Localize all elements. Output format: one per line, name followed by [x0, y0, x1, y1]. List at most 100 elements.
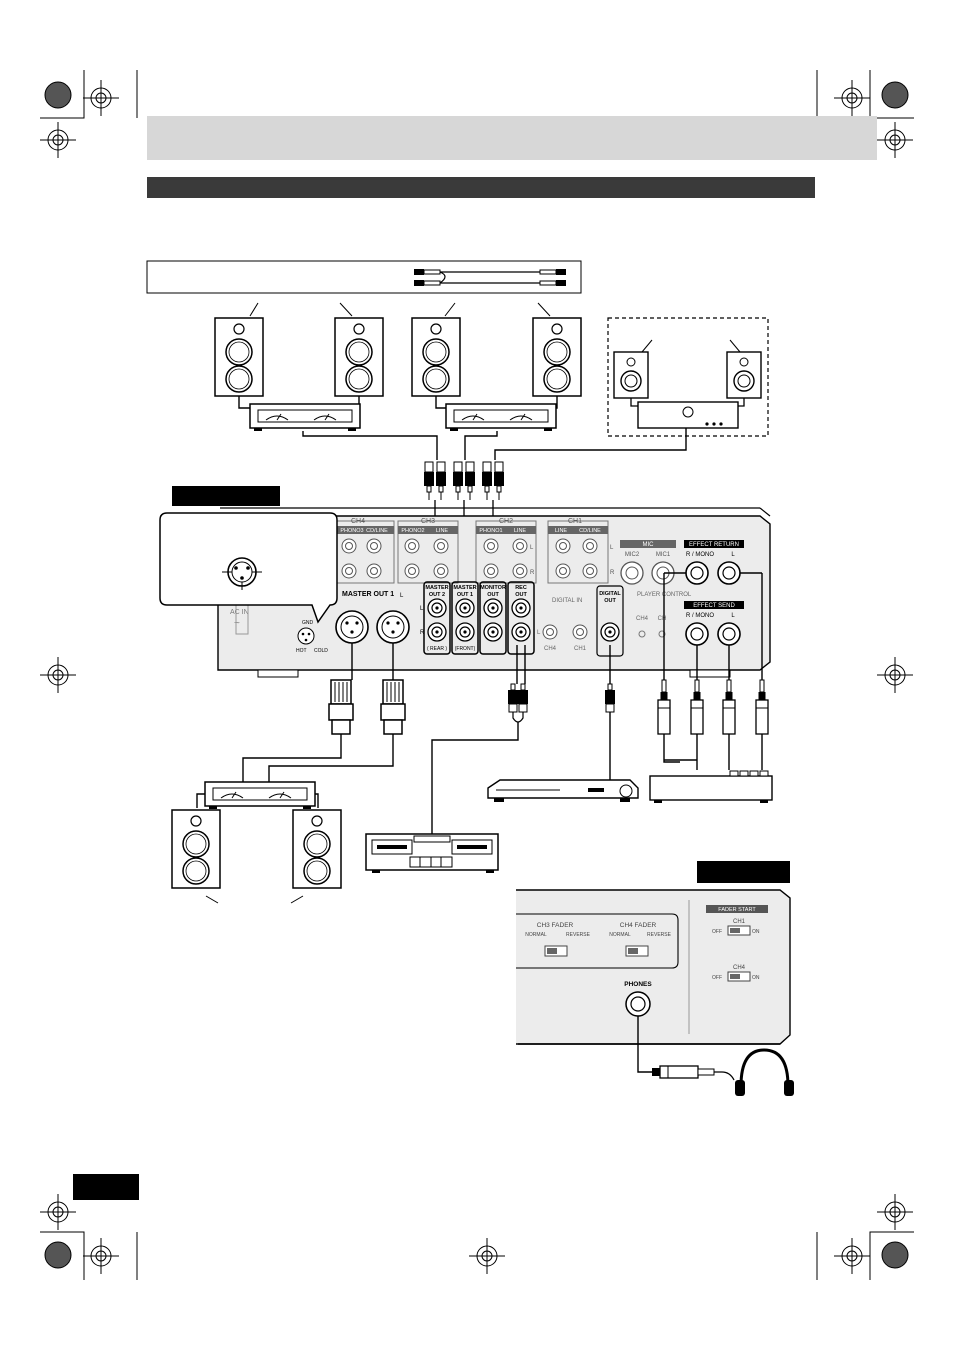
svg-text:REC: REC: [515, 585, 527, 591]
svg-text:MASTER: MASTER: [425, 585, 448, 591]
xlr-jack-right: [335, 610, 369, 644]
effect-return-group: EFFECT RETURN R / MONO L: [684, 540, 744, 585]
svg-text:R: R: [420, 630, 425, 636]
svg-text:CH3 FADER: CH3 FADER: [537, 922, 574, 929]
svg-text:MIC2: MIC2: [625, 552, 640, 558]
fader-start-section: FADER START CH1 OFF ON CH4 OFF ON: [706, 905, 768, 982]
svg-text:~: ~: [234, 618, 240, 629]
monitor-speaker-system: [494, 317, 769, 460]
svg-text:AC IN: AC IN: [230, 609, 249, 616]
effect-send-group: EFFECT SEND R / MONO L: [684, 601, 744, 646]
monitor-speaker-icon: [726, 351, 762, 399]
svg-text:OUT 1: OUT 1: [457, 592, 473, 598]
svg-text:ON: ON: [752, 929, 760, 935]
svg-text:LINE: LINE: [514, 528, 527, 534]
svg-text:R: R: [610, 570, 615, 576]
svg-text:CH4: CH4: [733, 965, 746, 971]
registration-mark-icon: [39, 656, 77, 694]
svg-text:GND: GND: [302, 620, 314, 626]
svg-text:CH3: CH3: [421, 518, 435, 525]
front-panel: CH3 FADER NORMAL REVERSE CH4 FADER NORMA…: [516, 889, 791, 1045]
svg-text:FADER START: FADER START: [718, 907, 756, 913]
svg-text:MIC: MIC: [643, 542, 655, 548]
amplifier-icon: [445, 403, 557, 432]
speaker-icon: [171, 809, 221, 889]
cable-lines: [351, 572, 763, 684]
svg-text:DIGITAL IN: DIGITAL IN: [552, 598, 582, 604]
corner-target-icon: [881, 81, 909, 109]
dvd-player-icon: [487, 779, 639, 802]
svg-text:OUT: OUT: [487, 592, 499, 598]
xlr-callout: [159, 512, 338, 624]
svg-text:R: R: [530, 570, 535, 576]
xlr-jack-left: [376, 610, 410, 644]
speaker-icon: [532, 317, 582, 397]
svg-text:CH1: CH1: [733, 919, 746, 925]
svg-text:OFF: OFF: [712, 975, 722, 981]
corner-target-icon: [44, 81, 72, 109]
ch3-group: CH3 PHONO2 LINE: [397, 518, 459, 584]
rec-cable: [431, 683, 529, 834]
svg-text:CH: CH: [658, 616, 667, 622]
main-speaker-system: [214, 302, 582, 460]
rec-out-block: REC OUT: [507, 581, 535, 655]
svg-text:L: L: [420, 606, 424, 612]
svg-text:L: L: [731, 552, 735, 558]
registration-mark-icon: [82, 79, 120, 117]
mic-group: MIC MIC2 MIC1: [620, 540, 676, 585]
svg-text:ON: ON: [752, 975, 760, 981]
cable-legend: [146, 260, 582, 294]
svg-text:CD/LINE: CD/LINE: [366, 528, 388, 534]
ch3-fader-switch: CH3 FADER NORMAL REVERSE: [525, 922, 591, 957]
amplifier-icon: [249, 403, 361, 432]
svg-text:(FRONT): (FRONT): [455, 646, 476, 652]
registration-mark-icon: [833, 1237, 871, 1275]
svg-text:L: L: [731, 613, 735, 619]
speaker-icon: [411, 317, 461, 397]
registration-mark-icon: [39, 121, 77, 159]
registration-mark-icon: [876, 656, 914, 694]
corner-target-icon: [44, 1241, 72, 1269]
svg-text:MASTER: MASTER: [453, 585, 476, 591]
svg-text:DIGITAL: DIGITAL: [599, 591, 621, 597]
master-out1-rca-block: MASTER OUT 1 (FRONT): [451, 581, 479, 655]
svg-text:CH1: CH1: [574, 646, 587, 652]
speaker-icon: [334, 317, 384, 397]
ch4-fader-switch: CH4 FADER NORMAL REVERSE: [609, 922, 672, 957]
xlr-pin-legend: GND HOT COLD: [296, 620, 328, 654]
svg-text:CH4: CH4: [351, 518, 365, 525]
svg-text:CH2: CH2: [499, 518, 513, 525]
svg-text:COLD: COLD: [314, 648, 328, 654]
amplifier-icon: [204, 781, 316, 810]
registration-mark-icon: [833, 79, 871, 117]
xlr-plug-icon: [328, 679, 354, 735]
effector-device-icon: [649, 770, 773, 803]
cassette-deck-icon: [365, 833, 499, 873]
svg-text:L: L: [537, 630, 541, 636]
svg-text:LINE: LINE: [555, 528, 568, 534]
sub-speaker-system: [171, 734, 394, 904]
svg-text:MIC1: MIC1: [656, 552, 671, 558]
effect-cables: [657, 679, 769, 770]
monitor-speaker-icon: [613, 351, 649, 399]
svg-text:CH1: CH1: [568, 518, 582, 525]
svg-text:NORMAL: NORMAL: [609, 932, 631, 938]
digital-cable: [604, 683, 616, 780]
svg-text:L: L: [610, 545, 614, 551]
svg-text:LINE: LINE: [436, 528, 449, 534]
registration-mark-icon: [876, 1193, 914, 1231]
registration-mark-icon: [876, 121, 914, 159]
svg-text:PHONES: PHONES: [624, 981, 652, 988]
svg-text:L: L: [400, 593, 404, 599]
page-number-box: [73, 1174, 139, 1200]
corner-target-icon: [881, 1241, 909, 1269]
rear-panel-label-box: [172, 486, 280, 506]
svg-text:L: L: [530, 545, 534, 551]
svg-text:OUT: OUT: [515, 592, 527, 598]
svg-text:MONITOR: MONITOR: [480, 585, 506, 591]
front-panel-label-box: [697, 861, 790, 883]
speaker-icon: [214, 317, 264, 397]
svg-text:OUT 2: OUT 2: [429, 592, 445, 598]
